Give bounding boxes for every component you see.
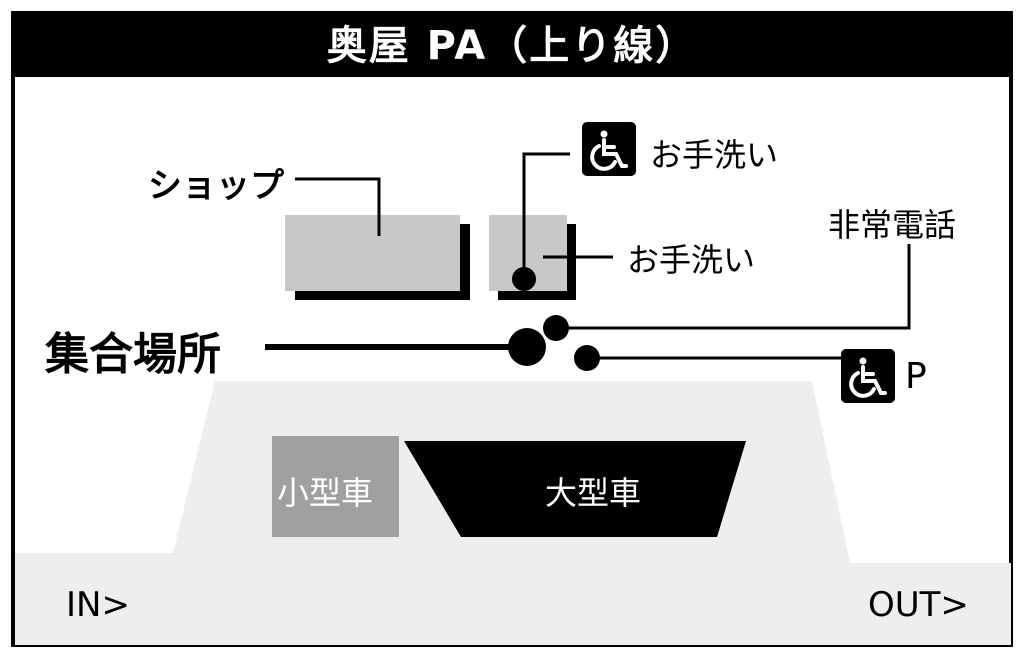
shop-leader-line xyxy=(295,177,381,236)
large-car-zone[interactable] xyxy=(404,441,746,537)
meeting-point-dot[interactable] xyxy=(508,328,546,366)
emergency-phone-dot[interactable] xyxy=(543,315,569,341)
small-car-label: 小型車 xyxy=(277,474,374,512)
emergency-phone-label: 非常電話 xyxy=(828,206,957,244)
exit-label: OUT> xyxy=(868,585,969,625)
shop-building[interactable] xyxy=(285,215,460,291)
accessible-restroom-leader-line xyxy=(522,152,570,276)
accessible-parking-dot[interactable] xyxy=(574,345,600,371)
restroom-label: お手洗い xyxy=(627,241,756,279)
small-car-zone[interactable] xyxy=(272,436,399,537)
wheelchair-icon xyxy=(841,349,895,403)
emergency-phone-leader-line xyxy=(556,244,911,330)
accessible-restroom-label: お手洗い xyxy=(650,136,779,174)
accessible-parking-label: P xyxy=(905,356,927,397)
large-car-label: 大型車 xyxy=(545,474,642,512)
wheelchair-icon xyxy=(582,122,636,176)
accessible-restroom-dot[interactable] xyxy=(512,267,536,291)
entrance-label: IN> xyxy=(66,585,130,625)
meeting-point-label: 集合場所 xyxy=(45,329,221,380)
page-title: 奥屋 PA（上り線） xyxy=(15,15,1009,77)
shop-label: ショップ xyxy=(148,166,284,206)
